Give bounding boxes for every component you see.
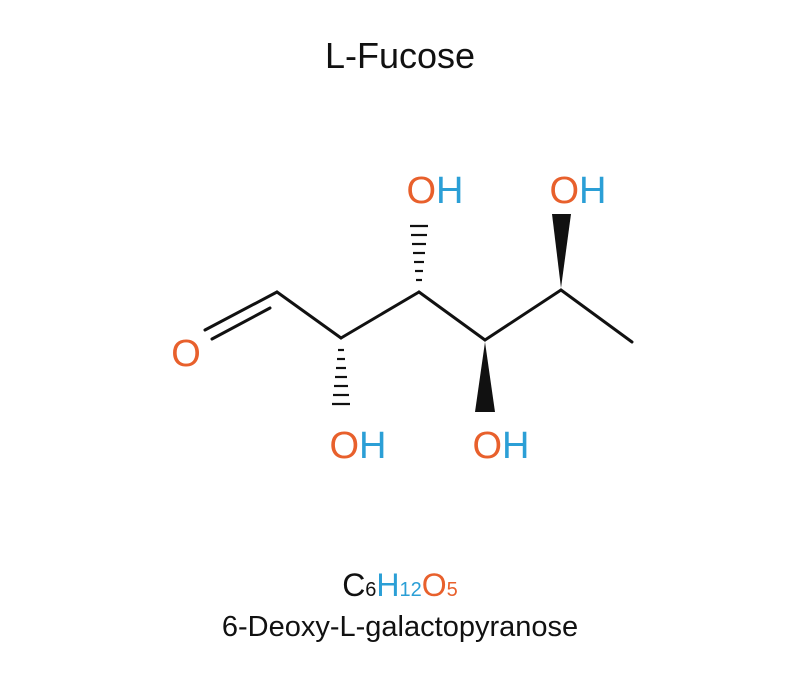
wedge-bond-c5 <box>552 214 571 288</box>
hydroxyl-c4: OH <box>472 425 529 467</box>
hashed-bond-c3 <box>410 224 428 282</box>
bond-c4-c5 <box>483 288 563 342</box>
wedge-bond-c4 <box>475 342 495 412</box>
synonym-name: 6-Deoxy-L-galactopyranose <box>222 611 578 643</box>
hydroxyl-c3: OH <box>406 170 463 212</box>
bond-c1-c2 <box>275 290 343 340</box>
bond-c2-c3 <box>339 290 421 340</box>
aldehyde-oxygen: O <box>171 333 201 375</box>
page-title: L-Fucose <box>325 35 475 76</box>
bond-c3-c4 <box>417 290 487 342</box>
hashed-bond-c2 <box>332 348 350 406</box>
hydroxyl-c5: OH <box>549 170 606 212</box>
bond-c5-c6 <box>559 288 634 344</box>
double-bond-c1-o <box>203 290 279 341</box>
carbon-chain <box>275 288 634 344</box>
hydroxyl-c2: OH <box>329 425 386 467</box>
molecular-formula: C6H12O5 <box>342 567 458 603</box>
